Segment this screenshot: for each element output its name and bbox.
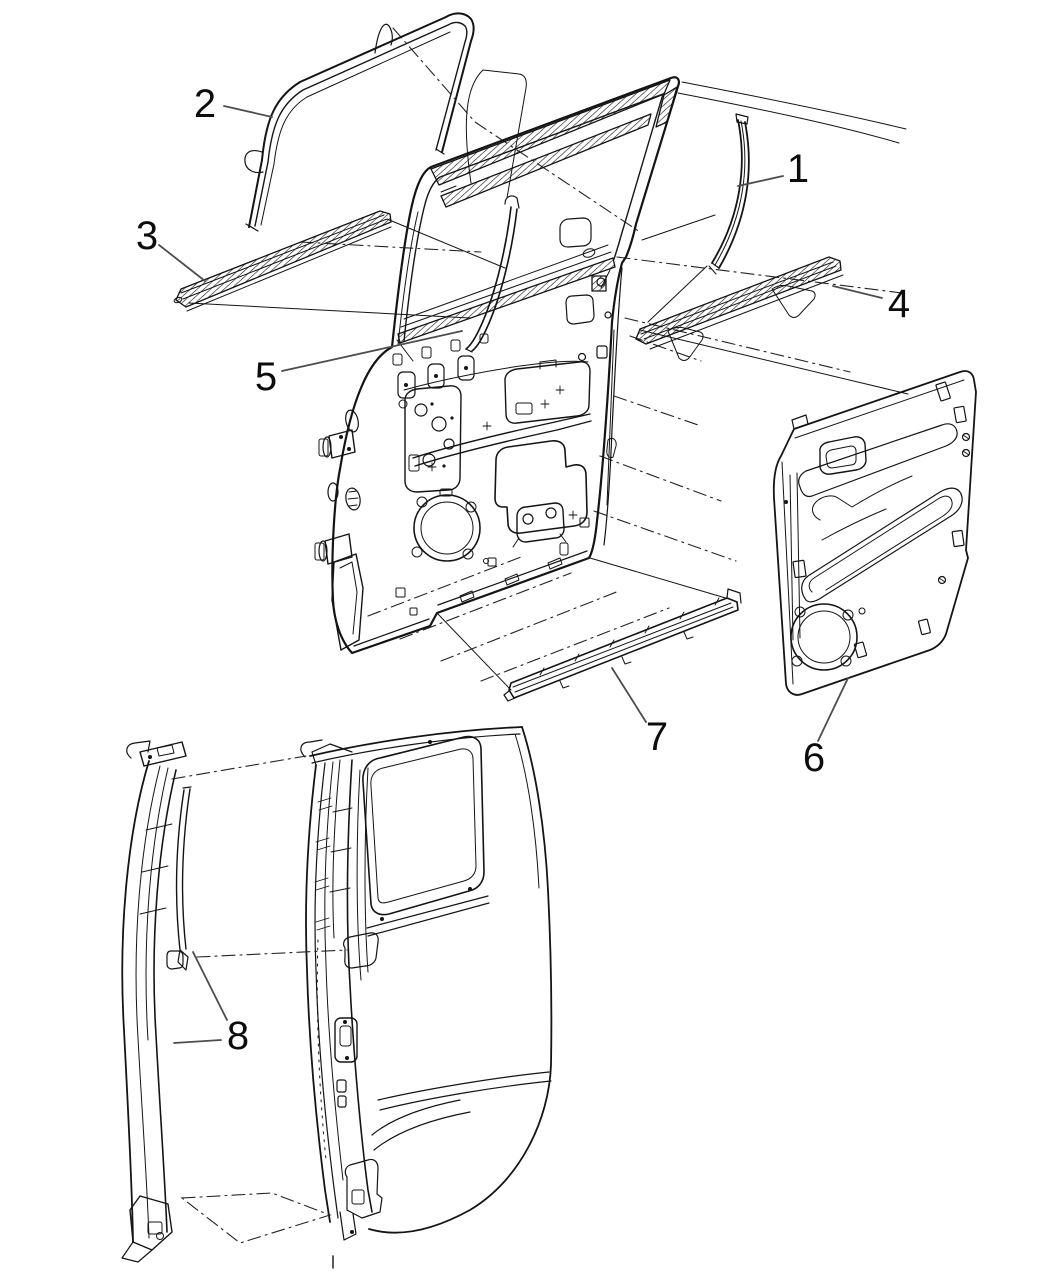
callout-5: 5	[255, 330, 463, 399]
callout-1: 1	[737, 147, 809, 191]
callout-7: 7	[611, 667, 668, 759]
upper-hinge	[318, 429, 356, 459]
rear-window-opening	[362, 735, 485, 916]
front-pillar	[121, 740, 187, 1263]
callout-3: 3	[136, 214, 206, 282]
door-glass-phantom	[465, 69, 527, 199]
callout-5-label: 5	[255, 355, 277, 399]
molding-retainer-fin	[374, 23, 393, 54]
lower-hinge	[314, 533, 353, 565]
callout-2-label: 2	[194, 82, 216, 126]
handle-cup	[819, 436, 867, 475]
front-glass-run-channel	[708, 113, 750, 275]
outer-belt-weatherstrip	[635, 256, 844, 361]
door-inner-water-shield	[772, 370, 977, 696]
door-sill-seal-strip	[503, 588, 742, 702]
regulator-opening	[404, 385, 462, 493]
belt-reinforcement-band	[397, 257, 616, 344]
header-glass-run-band	[440, 113, 652, 208]
door-shell	[314, 76, 681, 655]
callout-6: 6	[803, 677, 849, 780]
quarter-panel	[309, 726, 553, 1234]
callout-2: 2	[194, 82, 273, 126]
striker-plate	[334, 1017, 358, 1063]
callout-3-label: 3	[136, 214, 158, 258]
body-pillar-seal	[166, 786, 192, 971]
speaker-opening	[413, 494, 481, 562]
callouts: 1 2 3 4 5 6 7 8	[136, 82, 910, 1058]
body-side-aperture	[121, 726, 553, 1269]
callout-4: 4	[832, 282, 910, 326]
center-division-run-channel	[465, 195, 520, 353]
run-channel-molding	[244, 12, 475, 232]
latch-reinforcement	[516, 502, 565, 543]
b-pillar	[300, 739, 383, 1241]
callout-6-label: 6	[803, 736, 825, 780]
shield-speaker-opening	[790, 603, 858, 671]
clip-location-flag	[771, 284, 816, 318]
callout-8: 8	[173, 951, 249, 1058]
inner-belt-weatherstrip	[173, 210, 392, 312]
callout-7-label: 7	[646, 715, 668, 759]
clip-location-flag	[667, 326, 704, 361]
callout-4-label: 4	[888, 282, 910, 326]
header-weatherstrip-band	[430, 79, 671, 186]
molding-retainer-hook	[244, 150, 264, 174]
callout-8-label: 8	[227, 1014, 249, 1058]
callout-1-label: 1	[787, 147, 809, 191]
